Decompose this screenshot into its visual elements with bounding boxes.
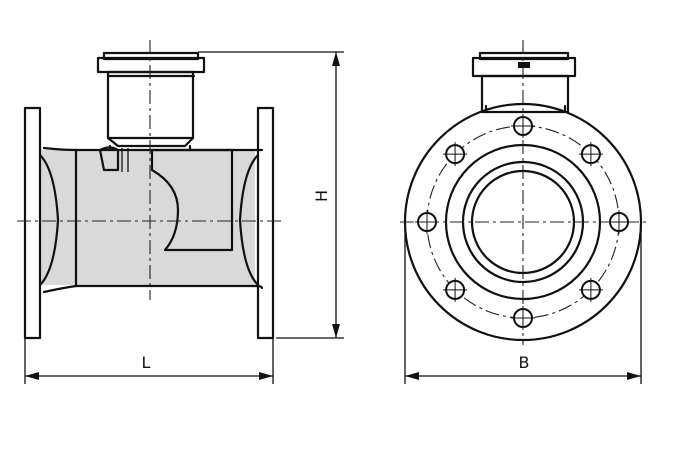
right-flange bbox=[256, 106, 275, 340]
left-flange bbox=[23, 106, 42, 340]
side-view: H L bbox=[17, 40, 344, 384]
sensor-block bbox=[150, 148, 234, 252]
width-label: B bbox=[519, 353, 530, 372]
end-register-head bbox=[471, 51, 577, 114]
length-label: L bbox=[142, 353, 151, 372]
end-view: B bbox=[400, 40, 646, 384]
height-label: H bbox=[312, 190, 331, 202]
register-head bbox=[96, 51, 206, 152]
